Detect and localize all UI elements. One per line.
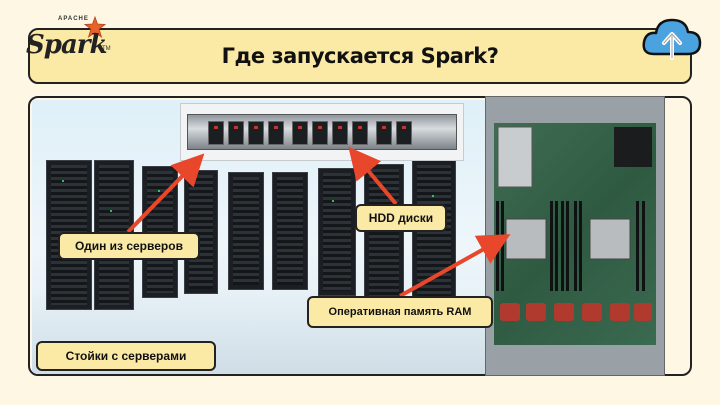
server-rack <box>318 168 356 296</box>
rack-led <box>158 190 160 192</box>
hdd-bay <box>248 121 264 145</box>
title-bar: Где запускается Spark? <box>28 28 692 84</box>
rack-led <box>62 180 64 182</box>
hdd-bay <box>208 121 224 145</box>
server-rack <box>228 172 264 290</box>
server-rack <box>412 160 456 310</box>
label-hdd: HDD диски <box>355 204 447 232</box>
rack-led <box>110 210 112 212</box>
page-title: Где запускается Spark? <box>221 44 499 68</box>
rack-led <box>432 195 434 197</box>
server-rack <box>272 172 308 290</box>
hdd-bay <box>268 121 284 145</box>
logo-spark-word: Spark <box>26 30 108 60</box>
server-chassis <box>187 114 457 150</box>
logo-tm: TM <box>102 46 111 52</box>
hdd-bay <box>312 121 328 145</box>
hdd-bay <box>228 121 244 145</box>
label-racks: Стойки с серверами <box>36 341 216 371</box>
motherboard-photo <box>485 96 665 376</box>
hdd-bay <box>292 121 308 145</box>
spark-logo: APACHE Spark TM <box>24 16 116 66</box>
motherboard <box>494 123 656 345</box>
server-photo <box>180 103 464 161</box>
hdd-bay <box>376 121 392 145</box>
server-rack <box>364 164 404 302</box>
motherboard-detail <box>496 126 652 321</box>
hdd-bay <box>352 121 368 145</box>
hdd-bay <box>396 121 412 145</box>
spark-star-icon <box>84 16 106 38</box>
rack-led <box>332 200 334 202</box>
label-ram: Оперативная память RAM <box>307 296 493 328</box>
hdd-bay <box>332 121 348 145</box>
cloud-upload-icon[interactable] <box>640 10 704 66</box>
logo-apache-text: APACHE <box>58 16 89 22</box>
label-one-server: Один из серверов <box>58 232 200 260</box>
